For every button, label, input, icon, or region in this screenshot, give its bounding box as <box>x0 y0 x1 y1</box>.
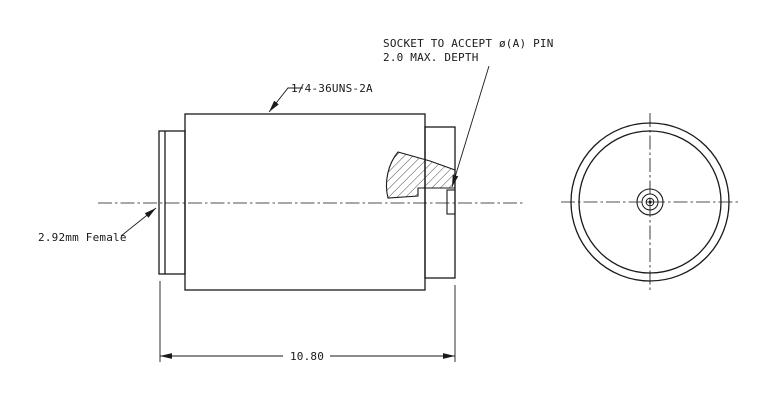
socket-leader-line <box>451 65 490 188</box>
right-end-outline <box>424 126 456 279</box>
left-interface-outline <box>158 130 186 275</box>
end-view <box>561 113 739 291</box>
annotations: SOCKET TO ACCEPT ø(A) PIN 2.0 MAX. DEPTH… <box>38 37 554 363</box>
thread-leader-line <box>268 87 303 113</box>
side-view <box>98 113 523 291</box>
socket-note-line1: SOCKET TO ACCEPT ø(A) PIN <box>383 37 554 50</box>
socket-section-cutaway <box>385 151 456 199</box>
main-body-outline <box>184 113 426 291</box>
center-conductor-dot <box>648 200 652 204</box>
overall-length-dimension-text: 10.80 <box>290 350 324 363</box>
connector-leader-line <box>120 207 157 237</box>
overall-length-dimension-group: 10.80 <box>159 281 456 363</box>
socket-note-line2: 2.0 MAX. DEPTH <box>383 51 479 64</box>
socket-bore-opening <box>446 189 456 215</box>
thread-spec-label: 1/4-36UNS-2A <box>291 82 373 95</box>
connector-type-label: 2.92mm Female <box>38 231 127 244</box>
